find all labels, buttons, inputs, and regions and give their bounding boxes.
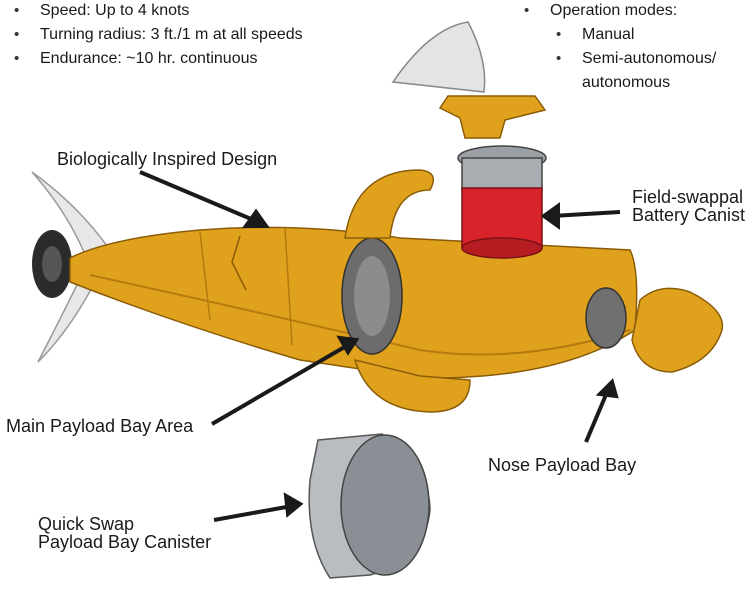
lower-shell (353, 358, 471, 413)
callout-battery-line1: Field-swappal (632, 187, 744, 207)
operation-modes-heading: Operation modes: (522, 0, 716, 24)
quick-swap-arrow (213, 504, 293, 522)
mode-autonomous: autonomous (582, 74, 671, 91)
callout-nose-payload: Nose Payload Bay (488, 455, 637, 475)
nose-cone (631, 287, 724, 373)
dorsal-fin (391, 21, 486, 93)
dorsal-mount (438, 95, 547, 139)
nose-payload-arrow (584, 389, 610, 443)
callout-battery-line2: Battery Canist (632, 205, 746, 225)
callout-bio: Biologically Inspired Design (57, 149, 278, 169)
bio-arrow (139, 170, 259, 224)
specs-list-right: Operation modes: Manual Semi-autonomous/… (522, 0, 716, 96)
spec-endurance: Endurance: ~10 hr. continuous (12, 48, 303, 72)
nose-payload-bay (585, 287, 627, 349)
callout-quick-swap-line1: Quick Swap (38, 514, 135, 534)
main-payload-arrow (210, 343, 350, 426)
callout-main-payload: Main Payload Bay Area (6, 416, 194, 436)
mode-semi-autonomous: Semi-autonomous/ (522, 48, 716, 72)
spec-speed: Speed: Up to 4 knots (12, 0, 303, 24)
mode-manual: Manual (522, 24, 716, 48)
callout-quick-swap-line2: Payload Bay Canister (38, 532, 212, 552)
battery-arrow (551, 210, 621, 218)
specs-list-left: Speed: Up to 4 knots Turning radius: 3 f… (12, 0, 303, 72)
spec-turning-radius: Turning radius: 3 ft./1 m at all speeds (12, 24, 303, 48)
upper-shell (344, 169, 435, 239)
